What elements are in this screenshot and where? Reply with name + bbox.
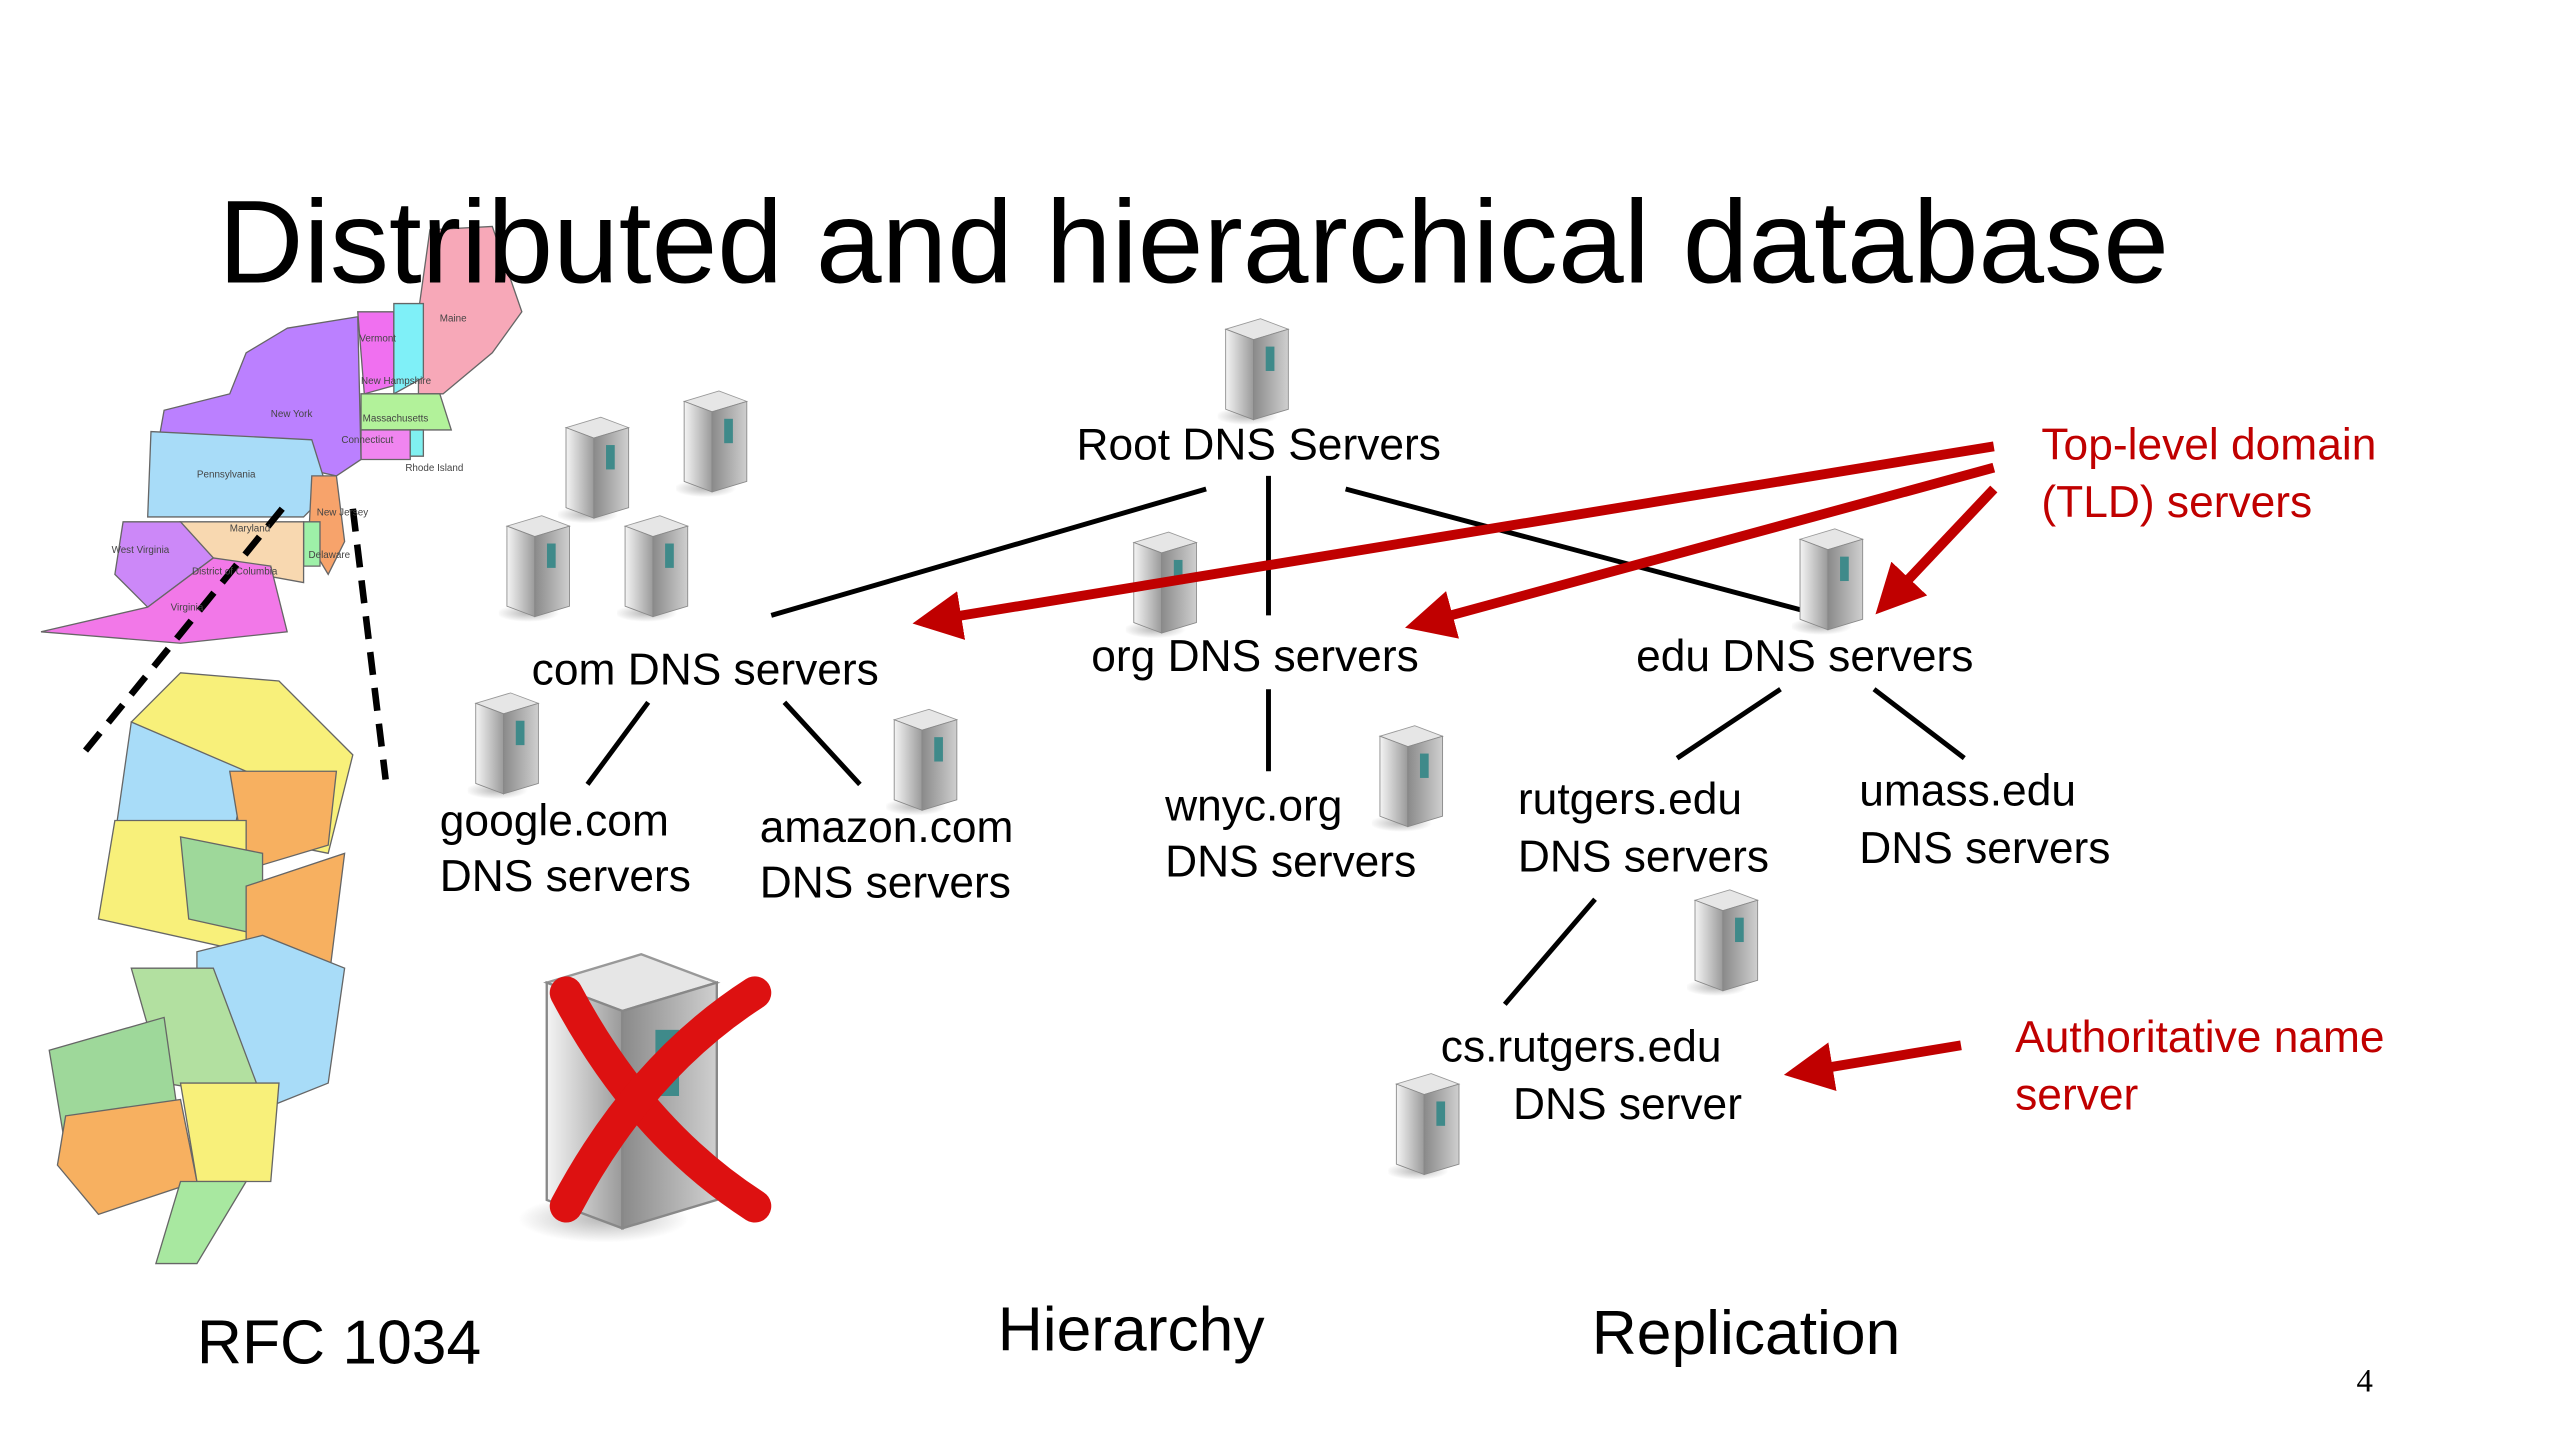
slide-title: Distributed and hierarchical database	[218, 177, 2169, 309]
amazon-dns-label-1: amazon.com	[759, 802, 1014, 852]
rutgers-dns-label-1: rutgers.edu	[1517, 774, 1743, 824]
red-x-icon	[549, 976, 772, 1223]
map-label-connecticut: Connecticut	[341, 436, 394, 447]
amazon-dns-label-2: DNS servers	[759, 858, 1011, 908]
map-new-hampshire	[393, 302, 425, 395]
cs-rutgers-label-1: cs.rutgers.edu	[1440, 1022, 1722, 1072]
rutgers-server-icon	[1686, 888, 1759, 997]
map-label-maryland: Maryland	[229, 525, 271, 535]
rutgers-dns-label-2: DNS servers	[1517, 831, 1770, 882]
edu-dns-label: edu DNS servers	[1636, 631, 1974, 682]
map-label-virginia: Virginia	[170, 603, 204, 614]
map-label-new-jersey: New Jersey	[316, 508, 369, 519]
map-label-rhode-island: Rhode Island	[405, 464, 464, 475]
map-label-maine: Maine	[439, 315, 467, 325]
wnyc-dns-label-1: wnyc.org	[1165, 781, 1343, 831]
root-server-icon	[1217, 317, 1290, 426]
map-label-new-hampshire: New Hampshire	[361, 377, 432, 388]
arrow-to-com	[912, 441, 1995, 640]
line-com-google	[585, 700, 651, 786]
amazon-server-icon	[886, 708, 958, 817]
arrow-to-org	[1405, 462, 1996, 639]
line-root-edu	[1344, 486, 1823, 618]
google-server-icon	[467, 692, 540, 800]
tld-annotation-2: (TLD) servers	[2041, 477, 2313, 527]
caption-replication: Replication	[1591, 1299, 1901, 1369]
northeast-us-map	[40, 225, 523, 644]
hierarchy-lines	[585, 475, 1966, 1006]
server-icon	[676, 390, 748, 499]
line-edu-umass	[1872, 687, 1966, 761]
umass-dns-label-1: umass.edu	[1859, 766, 2076, 816]
map-label-pennsylvania: Pennsylvania	[196, 470, 256, 481]
server-icon	[617, 514, 689, 623]
map-rhode-island	[409, 429, 425, 457]
zoom-dashed-lines	[79, 506, 389, 780]
auth-annotation-1: Authoritative name	[2015, 1012, 2385, 1062]
arrow-to-edu	[1875, 485, 1998, 615]
root-dns-label: Root DNS Servers	[1076, 420, 1441, 470]
com-dns-label: com DNS servers	[531, 644, 879, 695]
map-label-district-of-columbia: District of Columbia	[191, 567, 278, 578]
caption-hierarchy: Hierarchy	[997, 1296, 1265, 1366]
cs-rutgers-label-2: DNS server	[1513, 1079, 1742, 1130]
line-root-com	[770, 486, 1207, 618]
map-label-new-york: New York	[270, 410, 313, 421]
new-jersey-counties-map	[48, 672, 354, 1265]
server-icon	[498, 514, 571, 623]
caption-rfc: RFC 1034	[196, 1309, 482, 1379]
edu-server-icon	[1791, 527, 1864, 636]
map-label-vermont: Vermont	[359, 334, 397, 345]
google-dns-label-1: google.com	[439, 795, 669, 846]
line-edu-rutgers	[1675, 687, 1782, 761]
cs-server-icon	[1388, 1072, 1460, 1181]
line-com-amazon	[782, 700, 862, 787]
org-dns-label: org DNS servers	[1091, 631, 1419, 682]
wnyc-dns-label-2: DNS servers	[1165, 836, 1417, 887]
tld-annotation-1: Top-level domain	[2041, 420, 2377, 470]
google-dns-label-2: DNS servers	[439, 851, 691, 901]
server-icon	[557, 416, 630, 525]
umass-dns-label-2: DNS servers	[1859, 823, 2111, 874]
map-label-west-virginia: West Virginia	[111, 546, 170, 557]
page-number: 4	[2356, 1363, 2373, 1400]
annotation-arrows	[912, 441, 1998, 1092]
map-label-massachusetts: Massachusetts	[362, 415, 429, 426]
auth-annotation-2: server	[2015, 1069, 2139, 1120]
map-label-delaware: Delaware	[308, 551, 351, 562]
line-rutgers-cs	[1502, 897, 1597, 1006]
arrow-to-cs	[1783, 1040, 1962, 1092]
map-massachusetts	[360, 393, 453, 431]
wnyc-server-icon	[1371, 724, 1444, 833]
